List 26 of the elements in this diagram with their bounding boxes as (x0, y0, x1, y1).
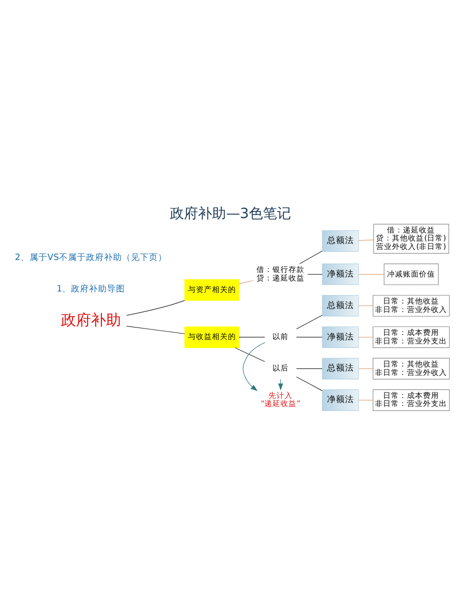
connector (306, 273, 322, 274)
node-box: 总额法 (322, 230, 358, 252)
connector (234, 347, 265, 362)
node-box: 总额法 (322, 357, 358, 379)
connector (296, 376, 322, 390)
connector (358, 304, 373, 306)
connector (126, 300, 184, 316)
node-text: 政府补助 (60, 310, 120, 329)
connector (358, 336, 373, 338)
arrow (242, 342, 265, 391)
node-box: 净额法 (322, 326, 358, 348)
connector (358, 239, 374, 240)
node-box: 净额法 (322, 388, 358, 410)
connector (296, 314, 322, 329)
connector (238, 280, 254, 284)
node-box: 净额法 (322, 263, 358, 285)
label: 2、属于VS不属于政府补助（见下页） (14, 252, 166, 262)
node-box: 总额法 (322, 294, 358, 316)
connector (298, 250, 322, 264)
connector (126, 325, 184, 334)
connector (358, 399, 373, 400)
connector (238, 336, 264, 338)
connector (296, 336, 322, 338)
diagram-title: 政府补助—3色笔记 (170, 205, 290, 222)
label: 1、政府补助导图 (56, 284, 125, 294)
connector (358, 273, 384, 274)
